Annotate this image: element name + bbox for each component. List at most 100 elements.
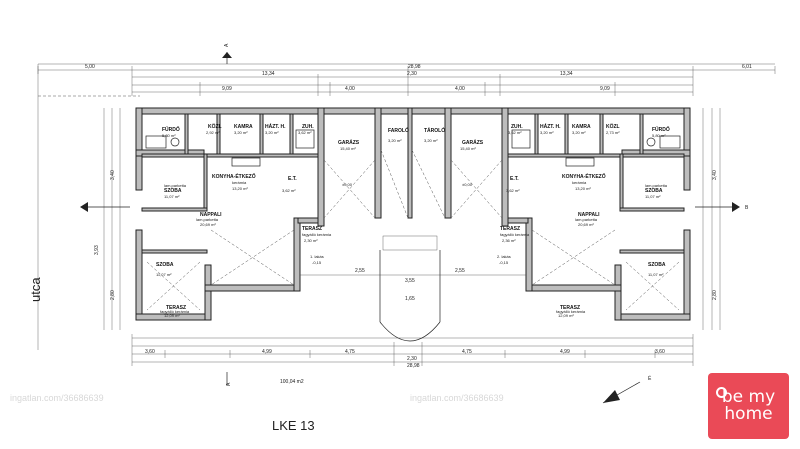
svg-text:4,00: 4,00 bbox=[455, 86, 465, 92]
svg-text:3,40: 3,40 bbox=[110, 170, 116, 180]
svg-text:TÁROLÓ: TÁROLÓ bbox=[424, 126, 445, 134]
svg-text:fagyálló kerámia: fagyálló kerámia bbox=[302, 232, 332, 237]
svg-text:12,09 m²: 12,09 m² bbox=[164, 313, 180, 318]
svg-text:3,20 m²: 3,20 m² bbox=[424, 138, 438, 143]
logo-line-1: be my bbox=[721, 387, 776, 407]
svg-text:GARÁZS: GARÁZS bbox=[462, 139, 484, 146]
svg-text:11,07 m²: 11,07 m² bbox=[648, 272, 664, 277]
svg-text:3,55: 3,55 bbox=[405, 278, 415, 284]
center-labels: FAROLÓ 3,20 m² TÁROLÓ 3,20 m² bbox=[388, 126, 445, 143]
svg-text:B: B bbox=[745, 205, 749, 211]
svg-text:SZOBA: SZOBA bbox=[164, 188, 182, 194]
svg-text:5,80 m²: 5,80 m² bbox=[162, 133, 176, 138]
svg-text:3,60: 3,60 bbox=[655, 349, 665, 355]
svg-text:3,62 m²: 3,62 m² bbox=[506, 188, 520, 193]
svg-text:28,98: 28,98 bbox=[407, 363, 420, 369]
svg-text:lam.parketta: lam.parketta bbox=[575, 217, 598, 222]
svg-text:KAMRA: KAMRA bbox=[234, 124, 253, 130]
svg-text:lam.parketta: lam.parketta bbox=[164, 183, 187, 188]
svg-text:±0,00: ±0,00 bbox=[462, 182, 473, 187]
svg-text:2,55: 2,55 bbox=[355, 268, 365, 274]
svg-text:KONYHA-ÉTKEZŐ: KONYHA-ÉTKEZŐ bbox=[212, 172, 256, 180]
svg-text:3,93: 3,93 bbox=[94, 245, 100, 255]
svg-text:É: É bbox=[648, 375, 652, 382]
right-unit-labels: FÜRDŐ 5,80 m² KÖZL 2,73 m² KAMRA 3,20 m²… bbox=[460, 123, 670, 318]
svg-text:fagyálló kerámia: fagyálló kerámia bbox=[500, 232, 530, 237]
right-dimension-chain: 3,40 2,80 bbox=[702, 108, 721, 330]
garage-markings bbox=[323, 149, 503, 219]
svg-text:4,99: 4,99 bbox=[560, 349, 570, 355]
svg-text:±0,00: ±0,00 bbox=[342, 182, 353, 187]
svg-text:KÖZL: KÖZL bbox=[208, 123, 222, 130]
svg-text:kerámia: kerámia bbox=[572, 180, 587, 185]
svg-text:2,73 m²: 2,73 m² bbox=[606, 130, 620, 135]
svg-text:TERASZ: TERASZ bbox=[560, 305, 580, 311]
svg-text:5,80 m²: 5,80 m² bbox=[652, 133, 666, 138]
svg-text:13,20 m²: 13,20 m² bbox=[575, 186, 591, 191]
svg-text:HÁZT. H.: HÁZT. H. bbox=[540, 123, 561, 130]
svg-text:2,80: 2,80 bbox=[110, 290, 116, 300]
svg-text:5,00: 5,00 bbox=[85, 64, 95, 70]
left-unit-labels: FÜRDŐ 5,80 m² KÖZL 2,92 m² KAMRA 3,20 m²… bbox=[156, 123, 360, 318]
svg-text:3,20 m²: 3,20 m² bbox=[572, 130, 586, 135]
svg-text:9,09: 9,09 bbox=[222, 86, 232, 92]
svg-text:12,09 m²: 12,09 m² bbox=[558, 313, 574, 318]
terrace-markings bbox=[146, 229, 680, 311]
svg-text:3,20 m²: 3,20 m² bbox=[540, 130, 554, 135]
section-marker-b-right: B bbox=[695, 202, 749, 212]
svg-text:NAPPALI: NAPPALI bbox=[200, 212, 222, 218]
svg-text:9,09: 9,09 bbox=[600, 86, 610, 92]
svg-text:KAMRA: KAMRA bbox=[572, 124, 591, 130]
svg-text:FAROLÓ: FAROLÓ bbox=[388, 126, 409, 134]
svg-text:28,98: 28,98 bbox=[408, 64, 421, 70]
north-arrow: É bbox=[602, 375, 652, 404]
svg-text:1,65: 1,65 bbox=[405, 296, 415, 302]
svg-text:lam.parketta: lam.parketta bbox=[645, 183, 668, 188]
svg-text:2,30: 2,30 bbox=[407, 356, 417, 362]
svg-text:13,34: 13,34 bbox=[560, 71, 573, 77]
svg-text:SZOBA: SZOBA bbox=[645, 188, 663, 194]
svg-text:E.T.: E.T. bbox=[288, 176, 297, 182]
svg-text:2,55: 2,55 bbox=[455, 268, 465, 274]
watermark-left: ingatlan.com/36686639 bbox=[10, 393, 104, 403]
section-marker-b-left bbox=[80, 202, 130, 212]
logo-line-2: home bbox=[724, 404, 773, 424]
street-label: utca bbox=[28, 277, 43, 302]
svg-text:15,40 m²: 15,40 m² bbox=[340, 146, 356, 151]
svg-text:TERASZ: TERASZ bbox=[302, 226, 322, 232]
svg-text:TERASZ: TERASZ bbox=[166, 305, 186, 311]
svg-text:20,69 m²: 20,69 m² bbox=[200, 222, 216, 227]
svg-text:3,20 m²: 3,20 m² bbox=[234, 130, 248, 135]
svg-text:GARÁZS: GARÁZS bbox=[338, 139, 360, 146]
svg-text:20,69 m²: 20,69 m² bbox=[578, 222, 594, 227]
svg-text:4,75: 4,75 bbox=[462, 349, 472, 355]
svg-text:3,20 m²: 3,20 m² bbox=[265, 130, 279, 135]
svg-text:2,30: 2,30 bbox=[407, 71, 417, 77]
svg-text:3,62 m²: 3,62 m² bbox=[508, 130, 522, 135]
svg-text:3,60: 3,60 bbox=[145, 349, 155, 355]
bottom-dimension-chain: 3,60 4,99 4,75 4,75 4,99 3,60 2,30 28,98 bbox=[131, 334, 694, 369]
svg-text:4,99: 4,99 bbox=[262, 349, 272, 355]
svg-text:lam.parketta: lam.parketta bbox=[196, 217, 219, 222]
svg-text:SZOBA: SZOBA bbox=[648, 262, 666, 268]
svg-text:fagyálló kerámia: fagyálló kerámia bbox=[556, 309, 586, 314]
svg-text:11,07 m²: 11,07 m² bbox=[156, 272, 172, 277]
svg-text:HÁZT. H.: HÁZT. H. bbox=[265, 123, 286, 130]
left-dimension-chain: 3,93 3,40 2,80 bbox=[94, 108, 121, 330]
svg-text:13,34: 13,34 bbox=[262, 71, 275, 77]
svg-text:2,36 m²: 2,36 m² bbox=[502, 238, 516, 243]
top-dimension-chain: 5,00 28,98 6,01 13,34 13,34 2,30 9,09 9,… bbox=[37, 64, 776, 96]
area-note: 100,04 m2 bbox=[280, 379, 304, 385]
svg-text:TERASZ: TERASZ bbox=[500, 226, 520, 232]
svg-text:FÜRDŐ: FÜRDŐ bbox=[162, 126, 180, 133]
svg-text:ZUH.: ZUH. bbox=[302, 124, 314, 130]
center-walkway: 3,55 2,55 2,55 1,65 bbox=[300, 235, 526, 342]
svg-text:11,07 m²: 11,07 m² bbox=[164, 194, 180, 199]
svg-text:6,01: 6,01 bbox=[742, 64, 752, 70]
section-marker-a-bottom: A bbox=[226, 372, 232, 386]
interior-partitions bbox=[141, 113, 685, 254]
svg-text:4,75: 4,75 bbox=[345, 349, 355, 355]
watermark-right: ingatlan.com/36686639 bbox=[410, 393, 504, 403]
svg-text:3,62 m²: 3,62 m² bbox=[298, 130, 312, 135]
